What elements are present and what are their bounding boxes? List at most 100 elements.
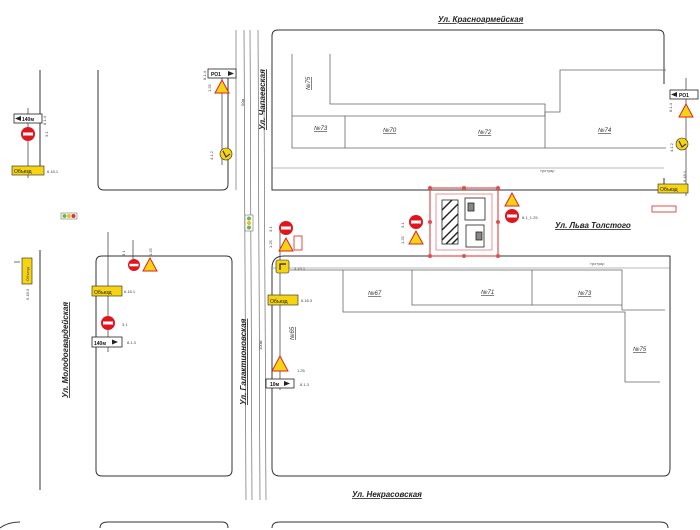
- sign-code-molod-detour: 6.18.1: [124, 289, 136, 294]
- sign-plate-140m-text: 140м: [22, 117, 34, 123]
- building-number-75: №75: [305, 76, 312, 90]
- building-number-70: №70: [383, 127, 397, 134]
- sign-code-molod-top-b: 1.25: [148, 247, 153, 256]
- traffic-light-left: [60, 212, 78, 220]
- building-67-outline: [290, 269, 623, 310]
- sign-code-galakt-dist: 8.1.3: [300, 382, 310, 387]
- sign-code-left-no-entry: 3.1: [44, 131, 49, 137]
- sign-code-right-detour: 6.18.1: [682, 170, 687, 182]
- building-75b-outline: [342, 305, 660, 383]
- street-lva-tolstogo: Ул. Льва Толстого: [555, 221, 631, 230]
- machine-icon: [464, 197, 486, 248]
- sign-code-galakt-top-a: 3.1: [268, 226, 273, 232]
- mandatory-turn-icon: [275, 259, 290, 274]
- sign-code-molod-side: 6.18.3: [25, 288, 30, 300]
- building-73-outline: [292, 115, 346, 148]
- sign-code-top-plate: 8.1.4: [202, 70, 207, 80]
- sign-code-molod-dist: 8.1.3: [127, 340, 137, 345]
- sign-code-work-left-b: 3.1: [400, 222, 405, 228]
- building-number-67: №67: [368, 290, 382, 297]
- buildings-outlines: [290, 54, 666, 383]
- street-chapaevskaya: Ул. Чапаевская: [258, 69, 267, 130]
- sign-group-work-right: 8.1_1.25: [504, 191, 538, 223]
- building-75-outline: [291, 54, 666, 149]
- street-nekrasovskaya: Ул. Некрасовская: [352, 490, 422, 499]
- sidewalk-label-top: тротуар: [540, 168, 555, 173]
- block-bottom-a: [0, 521, 21, 529]
- sign-group-galakt: 3.1 1.25 3.15.1 Объезд 6.18.3 1.25 10м 8…: [265, 221, 313, 390]
- arrow-right-icon-galakt: [284, 381, 290, 386]
- fence-posts: [428, 186, 500, 258]
- direction-icon-right: [675, 137, 689, 151]
- work-zone-fence: [429, 187, 499, 257]
- block-top-center: [97, 70, 229, 191]
- street-molodogvardeyskaya: Ул. Молодогвардейская: [61, 302, 70, 398]
- building-number-74: №74: [598, 127, 612, 134]
- building-70-outline: [345, 115, 546, 148]
- sign-code-left-detour: 6.18.1: [47, 169, 59, 174]
- sign-plate-140m: [13, 113, 43, 124]
- sign-detour-galakt-text: Объезд: [270, 299, 288, 305]
- sign-detour-molod: [91, 285, 123, 297]
- sign-code-work-right: 8.1_1.25: [522, 215, 538, 220]
- sign-detour-molod-text: Объезд: [94, 290, 112, 296]
- street-galaktionovskaya: Ул. Галактионовская: [239, 318, 248, 405]
- building-number-72: №72: [478, 129, 492, 136]
- sign-code-galakt-detour: 6.18.3: [301, 298, 313, 303]
- sign-code-top-tri: 1.25: [207, 83, 212, 92]
- pit-icon: [441, 199, 459, 245]
- roadwork-warning-icon-molod: [142, 256, 158, 272]
- sign-detour-left-text: Объезд: [14, 169, 32, 175]
- block-mid-right: [271, 255, 671, 477]
- sign-code-corner-circ: 3.15.1: [294, 266, 306, 271]
- block-top-right: [271, 29, 665, 84]
- sign-plate-po1-top-text: РО1: [211, 72, 221, 78]
- roadwork-warning-icon: [214, 78, 230, 94]
- distance-galaktionovskaya: 100м: [258, 340, 263, 350]
- sign-code-right-plate: 8.1.4: [668, 102, 673, 112]
- building-number-65: №65: [289, 326, 296, 340]
- roadwork-warning-icon-right: [678, 102, 694, 118]
- block-outlines: [0, 29, 671, 529]
- work-zone: [428, 186, 500, 258]
- sign-group-top-center: РО1 8.1.4 1.25 4.1.2: [202, 68, 237, 165]
- barrier-galakt: [293, 235, 303, 251]
- sign-code-galakt-tri: 1.25: [297, 368, 306, 373]
- roadwork-warning-icon-galakt: [271, 354, 289, 372]
- sign-plate-po1-top: [207, 68, 237, 79]
- track-lines: [235, 29, 267, 501]
- sidewalk-label-bottom: тротуар: [590, 261, 605, 266]
- building-number-75b: №75: [633, 346, 647, 353]
- block-bottom-c: [271, 521, 669, 529]
- sign-detour-galakt: [267, 294, 299, 306]
- block-bottom-b: [99, 521, 229, 529]
- work-zone-inner: [435, 193, 493, 251]
- sign-code-top-circ: 4.1.2: [209, 150, 214, 160]
- sign-group-molod: 3.1 1.25 Объезд 6.18.1 3.1 140м 8.1.3: [91, 232, 158, 352]
- building-74-outline: [544, 69, 666, 116]
- sign-group-work-left: 1.25 3.1: [400, 215, 424, 245]
- building-72-inner: [329, 54, 546, 116]
- sign-code-molod-top-a: 3.1: [121, 250, 126, 256]
- sign-detour-molod-side: [21, 257, 33, 285]
- arrow-left-icon: [15, 116, 21, 121]
- roadwork-warning-icon-wz-right: [504, 191, 520, 207]
- distance-chapaevskaya: 50м: [240, 99, 245, 106]
- arrow-left-icon-right: [671, 92, 677, 97]
- building-number-71: №71: [481, 289, 494, 296]
- street-krasnoarmeyskaya: Ул. Красноармейская: [438, 15, 524, 24]
- sign-plate-140m-molod: [91, 336, 123, 348]
- block-mid-center: [95, 255, 233, 477]
- sign-plate-10m: [265, 378, 295, 389]
- building-71-outline: [411, 270, 533, 306]
- arrow-right-icon: [228, 71, 234, 76]
- traffic-light-center: [244, 214, 254, 232]
- arrow-right-icon-molod: [112, 339, 118, 345]
- barrier-right: [651, 205, 677, 213]
- sign-detour-right: [657, 183, 689, 194]
- sign-group-left-top: 140м 8.1.4 3.1 Объезд 6.18.1: [11, 108, 59, 178]
- sign-detour-right-text: Объезд: [660, 187, 678, 193]
- roadwork-warning-icon-wz-left: [408, 229, 424, 245]
- building-number-73: №73: [314, 125, 328, 132]
